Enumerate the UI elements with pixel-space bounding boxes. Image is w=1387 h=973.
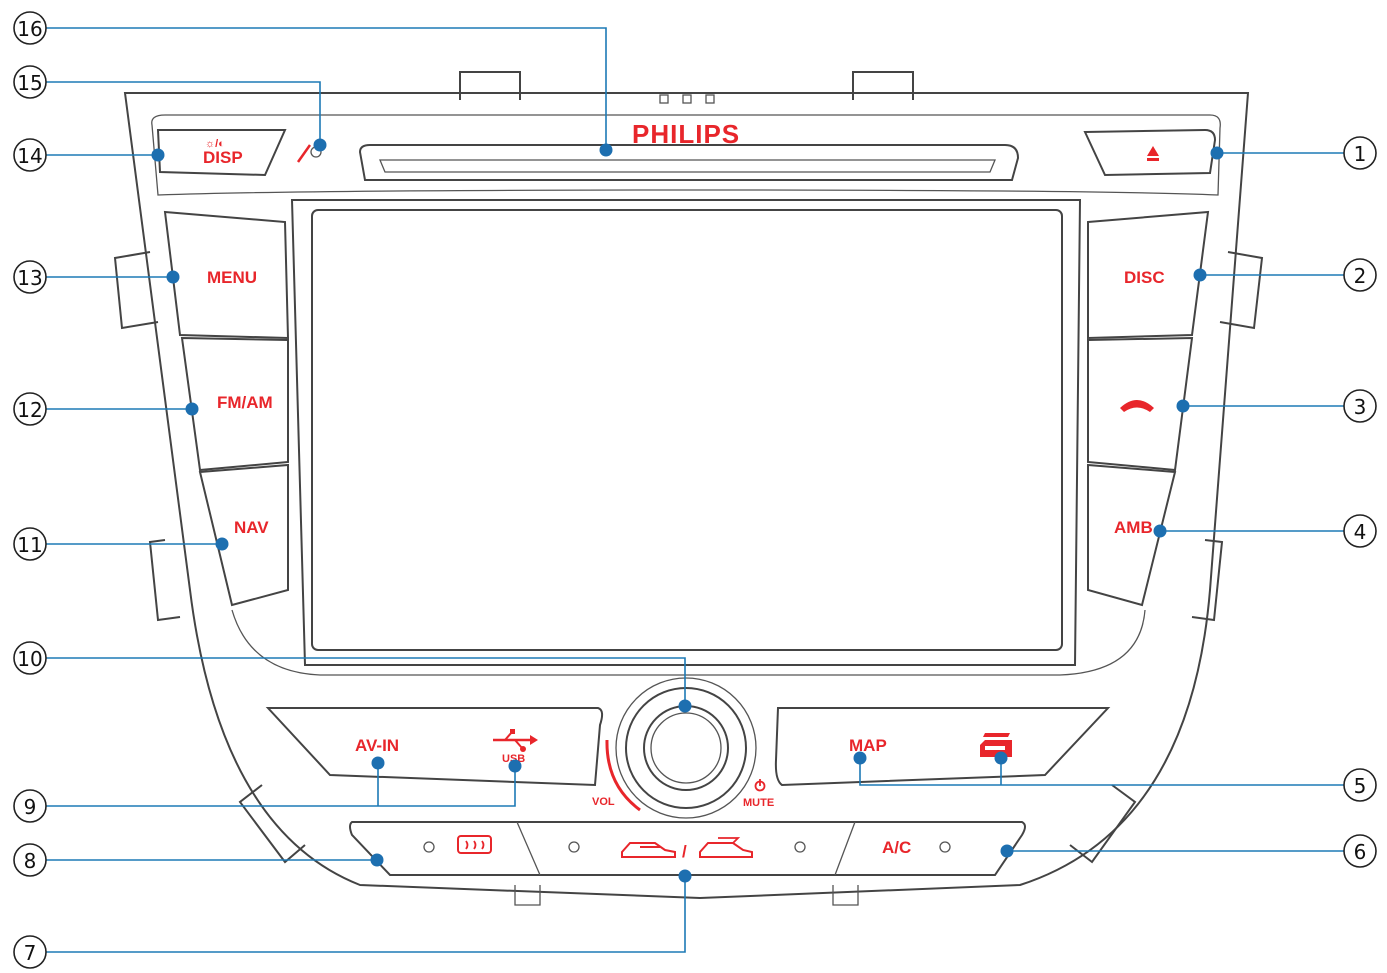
leader-lines: [45, 27, 1345, 953]
eject-button[interactable]: [1083, 128, 1217, 177]
callout-15: 15: [13, 65, 47, 99]
air-recirculation-button[interactable]: /: [568, 837, 806, 861]
svg-text:3: 3: [1354, 395, 1367, 419]
svg-text:1: 1: [1354, 142, 1367, 166]
map-label: MAP: [849, 736, 887, 755]
callout-9: 9: [13, 789, 47, 823]
disp-button[interactable]: ☼/◐ DISP: [156, 129, 287, 177]
callout-5: 5: [1343, 768, 1377, 802]
sd-card-icon: [980, 733, 1012, 757]
map-button[interactable]: MAP: [849, 736, 887, 755]
callout-4: 4: [1343, 514, 1377, 548]
vol-arc: [605, 739, 641, 812]
callout-3: 3: [1343, 389, 1377, 423]
svg-text:8: 8: [24, 849, 37, 873]
phone-hangup-icon: [1120, 400, 1154, 412]
ac-button[interactable]: A/C: [882, 838, 951, 857]
top-strip: [151, 114, 1221, 196]
rear-defrost-icon: [457, 835, 492, 854]
svg-text:14: 14: [17, 144, 42, 168]
phone-button[interactable]: [1087, 336, 1194, 472]
vol-label: VOL: [592, 796, 615, 808]
svg-text:13: 13: [17, 266, 42, 290]
power-icon: [754, 779, 766, 792]
svg-text:11: 11: [17, 533, 42, 557]
amb-button[interactable]: AMB: [1087, 463, 1177, 607]
disp-label: DISP: [203, 148, 243, 167]
amb-label: AMB: [1114, 518, 1153, 537]
avin-button[interactable]: AV-IN: [355, 736, 399, 755]
svg-text:6: 6: [1354, 840, 1367, 864]
ac-label: A/C: [882, 838, 911, 857]
usb-icon: [493, 729, 538, 752]
disc-label: DISC: [1124, 268, 1165, 287]
display-screen: [290, 199, 1082, 666]
nav-label: NAV: [234, 518, 269, 537]
svg-text:4: 4: [1354, 520, 1367, 544]
callout-12: 12: [13, 392, 47, 426]
callout-11: 11: [13, 527, 47, 561]
eject-icon: [1147, 146, 1159, 161]
map-sd-panel: [774, 707, 1111, 787]
brand-logo: PHILIPS: [632, 119, 740, 149]
disp-icons: ☼/◐: [205, 138, 225, 150]
climate-strip: [349, 821, 1026, 876]
svg-text:16: 16: [17, 17, 42, 41]
outer-bezel: [123, 92, 1250, 900]
callout-6: 6: [1343, 834, 1377, 868]
top-tabs: [459, 71, 914, 104]
fmam-button[interactable]: FM/AM: [180, 336, 289, 472]
callout-7: 7: [13, 935, 47, 969]
callout-dots: [151, 138, 1224, 883]
svg-text:5: 5: [1354, 774, 1367, 798]
svg-text:15: 15: [17, 71, 42, 95]
sd-button[interactable]: [980, 733, 1012, 757]
screen-rim: [231, 609, 1146, 676]
callout-14: 14: [13, 138, 47, 172]
svg-text:2: 2: [1354, 264, 1367, 288]
recirc-slash: /: [682, 842, 687, 861]
callout-13: 13: [13, 260, 47, 294]
menu-label: MENU: [207, 268, 257, 287]
callout-16: 16: [13, 11, 47, 45]
disc-slot: [358, 144, 1020, 181]
callout-2: 2: [1343, 258, 1377, 292]
callout-1: 1: [1343, 136, 1377, 170]
svg-text:12: 12: [17, 398, 42, 422]
menu-button[interactable]: MENU: [163, 210, 290, 340]
svg-text:9: 9: [24, 795, 37, 819]
mute-label: MUTE: [743, 797, 774, 809]
volume-knob[interactable]: [615, 677, 757, 819]
svg-text:10: 10: [17, 647, 42, 671]
avin-label: AV-IN: [355, 736, 399, 755]
disc-button[interactable]: DISC: [1087, 210, 1210, 340]
bottom-tabs: [514, 885, 859, 906]
callout-10: 10: [13, 641, 47, 675]
callout-8: 8: [13, 843, 47, 877]
car-icon: [621, 842, 676, 858]
rear-defrost-button[interactable]: [423, 835, 492, 854]
car-icon: [699, 837, 753, 858]
fmam-label: FM/AM: [217, 393, 273, 412]
svg-text:7: 7: [24, 941, 37, 965]
avin-usb-panel: [265, 707, 604, 787]
nav-button[interactable]: NAV: [198, 463, 289, 607]
